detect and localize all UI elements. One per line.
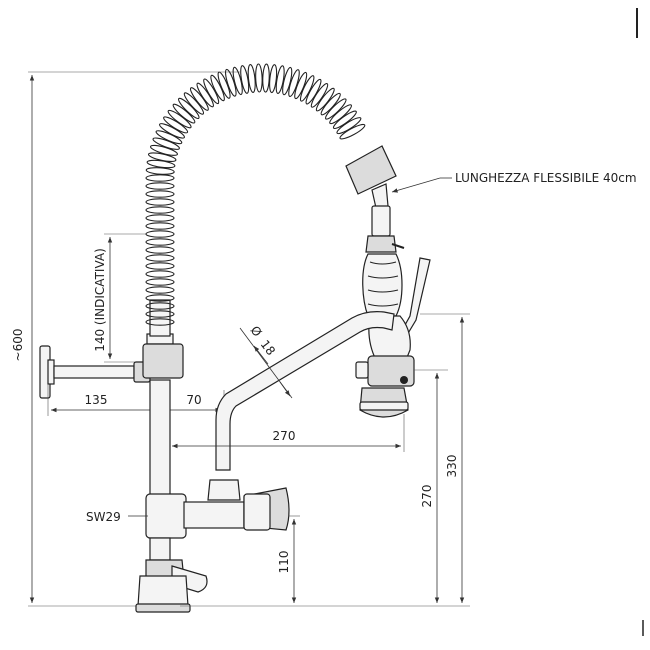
spring-coil-loop [203, 78, 220, 105]
spray-head [355, 205, 431, 418]
spring-coil-loop [336, 117, 362, 135]
pipe-diameter-symbol: Ø [248, 323, 265, 339]
spring-coil-loop [172, 103, 196, 124]
hose-length-label: LUNGHEZZA FLESSIBILE 40cm [455, 171, 637, 185]
hose-connector [345, 145, 397, 209]
spring-coil-loop [305, 78, 322, 105]
spring-coil-loop [247, 64, 256, 93]
spring-coil-loop [269, 64, 278, 94]
spring-coil-loop [145, 294, 175, 302]
total-height-dimension: ~600 [11, 71, 240, 607]
spring-coil-loop [299, 75, 315, 102]
spring-coil-loop [282, 66, 293, 96]
tap-height-dimension: 110 [277, 515, 300, 603]
spout-reach-dimension: 270 [172, 414, 405, 452]
spring-coil-loop [275, 65, 285, 94]
spring-coil-loop [232, 66, 243, 96]
spring-coil-loop [255, 63, 263, 93]
spring-coil-loop [315, 87, 335, 112]
spring-coil-loop [332, 110, 357, 130]
wall-distance-dimension: 135 [47, 384, 159, 416]
spring-coil-loop [145, 302, 175, 310]
main-column [142, 299, 184, 497]
spring-coil-loop [262, 63, 270, 93]
spring-coil-loop [145, 174, 175, 182]
spout-reach-label: 270 [273, 429, 296, 443]
spring-coil-loop [210, 74, 225, 102]
spring-coil-loop [145, 230, 175, 238]
wrench-size-callout: SW29 [86, 510, 148, 524]
wrench-size-label: SW29 [86, 510, 121, 524]
spring-coil-loop [183, 92, 205, 115]
spout-height-label: 270 [420, 485, 434, 508]
spring-coil-loop [145, 310, 175, 318]
spout-pipe [215, 311, 395, 471]
valve-body [145, 479, 290, 539]
spring-coil-loop [155, 130, 183, 145]
spring-coil-loop [145, 198, 175, 206]
hose-length-callout: LUNGHEZZA FLESSIBILE 40cm [391, 171, 637, 193]
spring-coil-loop [224, 68, 237, 97]
spring-coil-loop [145, 254, 175, 262]
spring-coil-loop [196, 82, 214, 108]
tap-height-label: 110 [277, 551, 291, 574]
spring-coil-loop [145, 286, 175, 294]
spring-coil-loop [163, 116, 189, 134]
spring-coil-loop [339, 123, 366, 140]
column-offset-dimension: 70 [161, 390, 225, 416]
head-height-dimension: 330 [180, 313, 470, 607]
wall-bracket [39, 345, 151, 399]
spring-coil-loop [145, 190, 175, 198]
spring-coil-loop [145, 262, 175, 270]
spring-coil-loop [145, 182, 175, 190]
column-offset-label: 70 [186, 393, 201, 407]
spring-coil-loop [145, 222, 175, 230]
head-height-label: 330 [445, 455, 459, 478]
spring-coil-loop [145, 167, 175, 175]
wall-distance-label: 135 [85, 393, 108, 407]
total-height-label: ~600 [11, 329, 25, 362]
spring-height-label: 140 (INDICATIVA) [93, 248, 107, 352]
spring-coil-loop [159, 123, 185, 139]
spring-coil-loop [217, 71, 231, 99]
spring-coil-loop [310, 83, 329, 108]
spring-coil-loop [167, 109, 192, 129]
spring-coil-loop [145, 278, 175, 286]
spring-coil-loop [145, 214, 175, 222]
spring-hose [145, 63, 366, 326]
spring-coil-loop [288, 69, 300, 98]
spring-coil-loop [325, 98, 347, 120]
spring-coil-loop [240, 65, 250, 94]
spring-coil-loop [152, 137, 180, 150]
spout-height-dimension: 270 [414, 369, 448, 603]
spring-coil-loop [294, 71, 308, 100]
spring-coil-loop [189, 87, 209, 111]
spring-height-dimension: 140 (INDICATIVA) [93, 233, 146, 363]
spring-coil-loop [145, 206, 175, 214]
spring-coil-loop [145, 318, 175, 326]
spring-coil-loop [177, 97, 200, 120]
spring-coil-loop [145, 238, 175, 246]
spring-coil-loop [145, 246, 175, 254]
spring-coil-loop [329, 104, 352, 125]
spring-coil-loop [320, 92, 341, 116]
spring-coil-loop [147, 152, 177, 163]
spring-coil-loop [149, 144, 179, 156]
head-screw [400, 376, 408, 384]
spring-coil-loop [145, 270, 175, 278]
lower-column [135, 537, 208, 613]
